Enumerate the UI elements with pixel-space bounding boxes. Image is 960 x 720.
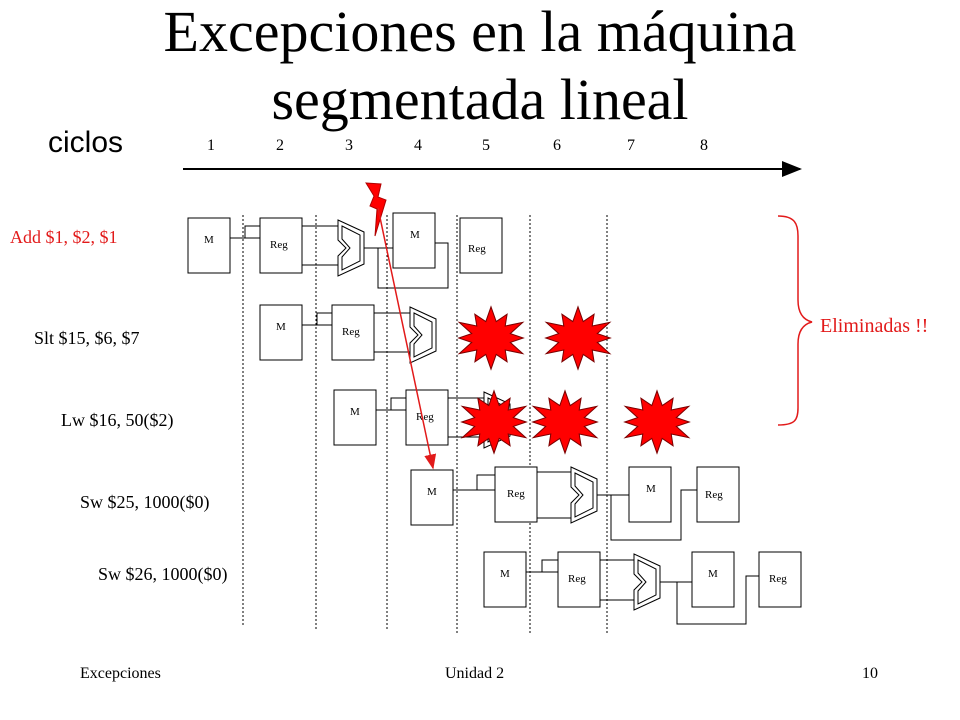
register-file xyxy=(405,389,449,446)
instr-memory xyxy=(483,551,527,608)
explosion-icon xyxy=(460,389,528,455)
instr-memory-label: M xyxy=(276,321,286,333)
instr-memory-label: M xyxy=(500,568,510,580)
lightning-bolt-icon xyxy=(365,182,387,237)
cycles-label: ciclos xyxy=(48,126,124,159)
cycle-number: 7 xyxy=(627,137,635,154)
register-file-label: Reg xyxy=(416,411,434,423)
cycle-number: 4 xyxy=(414,137,422,154)
register-writeback xyxy=(758,551,802,608)
page-title-line-1: Excepciones en la máquina xyxy=(163,0,797,64)
exception-arrow xyxy=(377,207,437,470)
instr-memory-label: M xyxy=(427,486,437,498)
register-writeback xyxy=(696,466,740,523)
instr-memory-label: M xyxy=(350,406,360,418)
explosion-icon xyxy=(544,305,612,371)
data-memory xyxy=(691,551,735,608)
instr-memory xyxy=(333,389,377,446)
instruction-sw-2: Sw $26, 1000($0) xyxy=(98,564,228,584)
cycle-separators xyxy=(242,215,608,635)
register-file xyxy=(331,304,375,361)
register-file xyxy=(259,217,303,274)
register-file-label: Reg xyxy=(507,488,525,500)
data-memory-label: M xyxy=(646,483,656,495)
instr-memory-label: M xyxy=(204,234,214,246)
register-writeback-label: Reg xyxy=(705,489,723,501)
eliminated-label: Eliminadas !! xyxy=(820,315,929,337)
eliminated-brace xyxy=(777,215,813,426)
footer-center: Unidad 2 xyxy=(445,665,505,682)
register-file-label: Reg xyxy=(270,239,288,251)
instr-memory xyxy=(410,469,454,526)
register-writeback xyxy=(459,217,503,274)
cycle-number: 6 xyxy=(553,137,561,154)
register-writeback-label: Reg xyxy=(468,243,486,255)
footer-left: Excepciones xyxy=(80,665,161,682)
explosion-icon xyxy=(531,389,599,455)
register-file-label: Reg xyxy=(568,573,586,585)
cycle-number: 1 xyxy=(207,137,215,154)
instruction-slt: Slt $15, $6, $7 xyxy=(34,328,140,348)
cycle-number: 2 xyxy=(276,137,284,154)
instruction-add: Add $1, $2, $1 xyxy=(10,227,118,247)
register-file-label: Reg xyxy=(342,326,360,338)
register-file xyxy=(494,466,538,523)
instr-memory xyxy=(187,217,231,274)
instruction-sw-1: Sw $25, 1000($0) xyxy=(80,492,210,512)
cycle-number: 8 xyxy=(700,137,708,154)
flushed-stages xyxy=(457,305,691,455)
explosion-icon xyxy=(623,389,691,455)
register-file xyxy=(557,551,601,608)
instr-memory xyxy=(259,304,303,361)
data-memory-label: M xyxy=(410,229,420,241)
footer-page-number: 10 xyxy=(862,665,878,682)
data-memory-label: M xyxy=(708,568,718,580)
cycle-number-axis: 1 2 3 4 5 6 7 8 xyxy=(207,137,708,154)
register-writeback-label: Reg xyxy=(769,573,787,585)
instruction-lw: Lw $16, 50($2) xyxy=(61,410,174,430)
page-title-line-2: segmentada lineal xyxy=(271,67,689,132)
explosion-icon xyxy=(457,305,525,371)
cycle-number: 3 xyxy=(345,137,353,154)
data-memory xyxy=(392,212,436,269)
cycle-number: 5 xyxy=(482,137,490,154)
